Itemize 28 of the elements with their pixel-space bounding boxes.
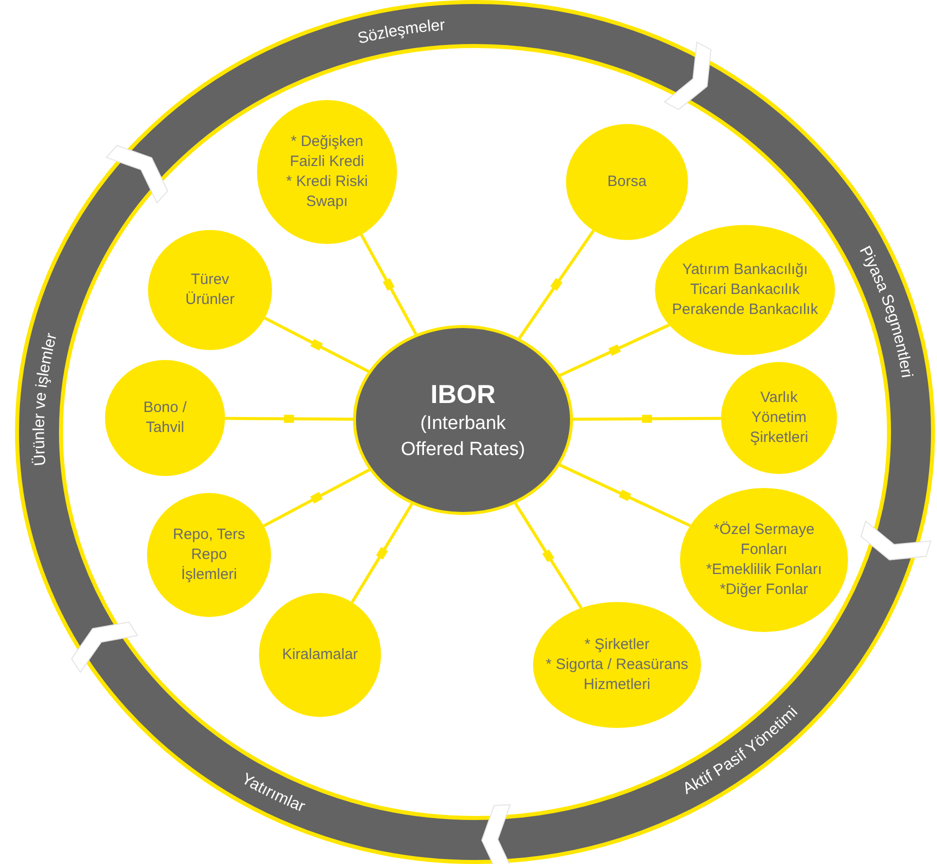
subtitle-text: (Interbank Offered Rates)	[400, 412, 526, 462]
node-text: Kiralamalar	[282, 645, 358, 665]
node-text: Perakende Bankacılık	[672, 300, 818, 320]
node-text: Yatırım Bankacılığı	[682, 260, 808, 280]
node-text: * Kredi Riski Swapı	[285, 172, 369, 212]
node-text: *Diğer Fonlar	[718, 580, 810, 600]
connector-line	[360, 234, 418, 335]
node-text: Ticari Bankacılık	[690, 280, 800, 300]
heading-text: IBOR	[430, 378, 496, 411]
connector-line	[559, 464, 691, 528]
connector-line	[263, 468, 370, 528]
node-text: Türev Ürünler	[184, 270, 236, 310]
connector-line	[514, 502, 582, 609]
node-text: *Özel Sermaye Fonları	[712, 520, 816, 560]
node-text: Repo, Ters Repo İşlemleri	[172, 525, 246, 585]
node-text: Bono / Tahvil	[142, 398, 188, 438]
node-text: Borsa	[607, 172, 647, 192]
node-text: * Değişken Faizli Kredi	[288, 132, 366, 172]
connector-line	[264, 316, 370, 373]
node-text: Varlık Yönetim Şirketleri	[748, 388, 810, 448]
node-text: * Sigorta / Reasürans Hizmetleri	[544, 655, 690, 695]
connector-line	[559, 324, 670, 377]
connector-line	[573, 416, 721, 421]
connector-line	[518, 230, 595, 340]
node-text: * Şirketler	[583, 635, 651, 655]
node-text: *Emeklilik Fonları	[705, 560, 823, 580]
connector-line	[224, 416, 354, 421]
ring-label: Sözleşmeler	[356, 16, 446, 48]
